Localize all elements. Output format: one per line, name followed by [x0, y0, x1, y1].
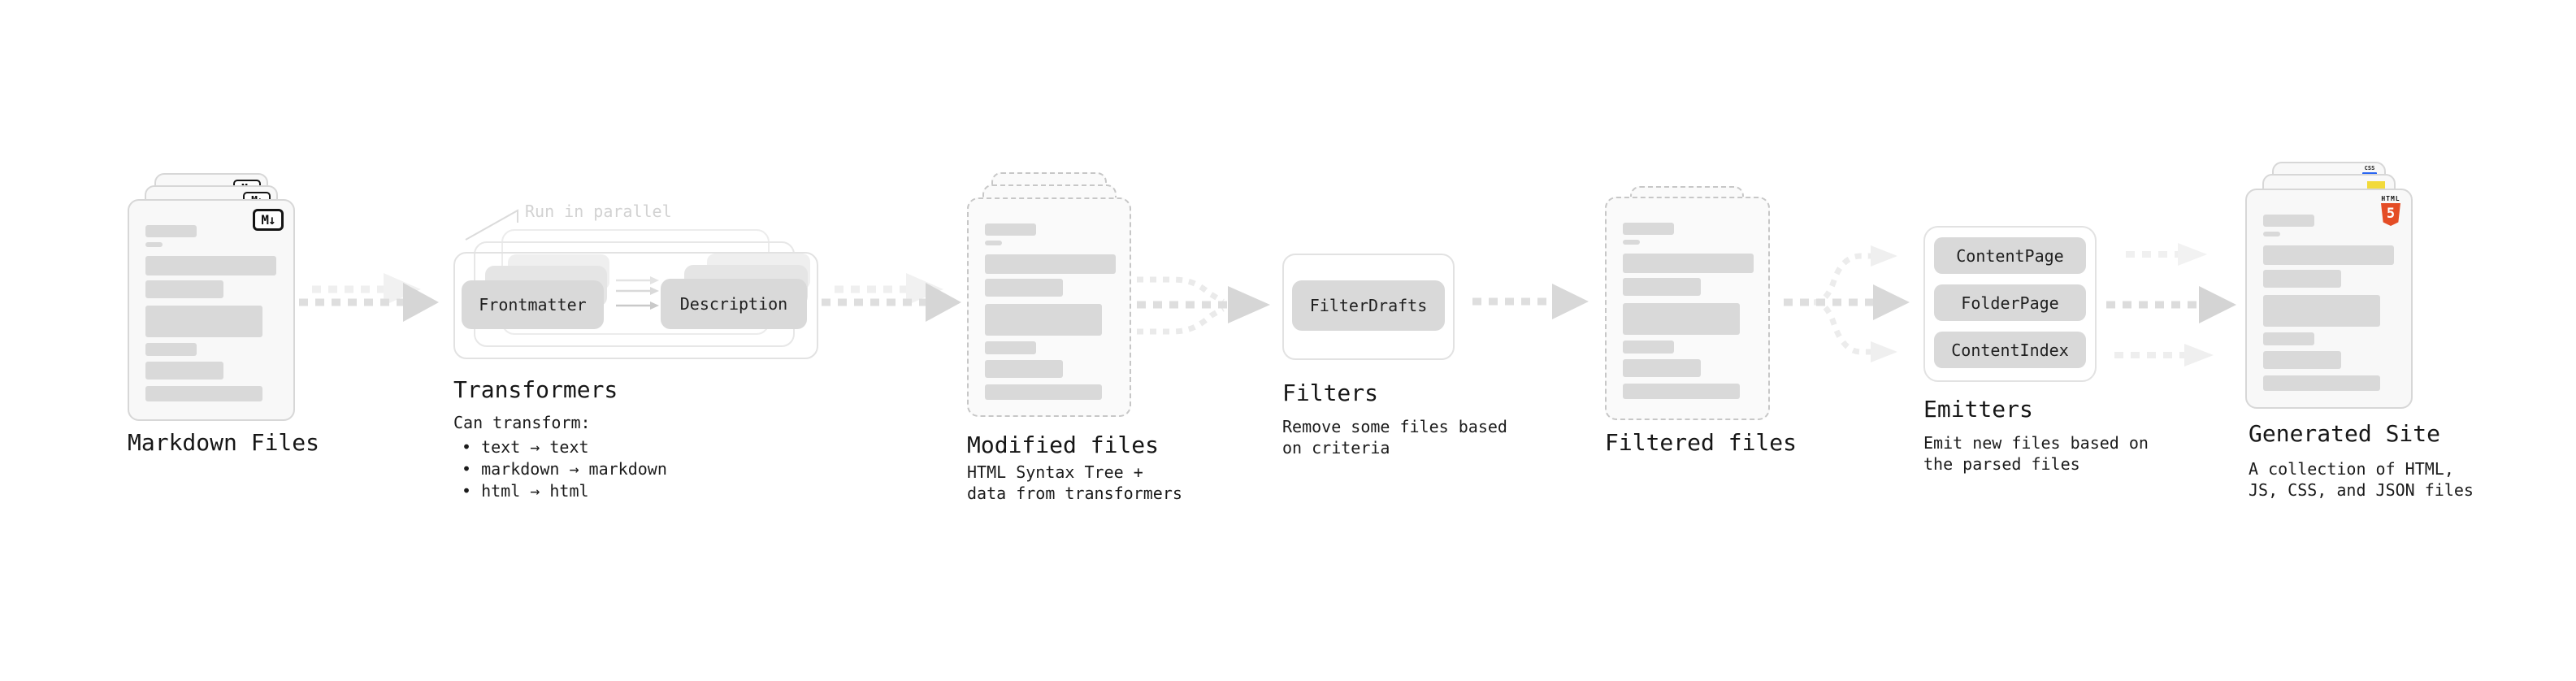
text-line-placeholder: [2263, 232, 2280, 236]
text-line-placeholder: [985, 384, 1102, 400]
transformer-card: [453, 252, 818, 359]
transformers-bullet: • text → text: [462, 437, 589, 457]
stage-label: Filters: [1282, 380, 1379, 406]
stage-emitters: ContentPage FolderPage ContentIndex Emit…: [1923, 226, 2149, 478]
transform-step-arrows: [616, 276, 659, 310]
js-icon: [2367, 181, 2385, 189]
stage-description-line: Remove some files based: [1282, 417, 1507, 436]
stage-label: Markdown Files: [128, 429, 320, 456]
text-line-placeholder: [985, 223, 1036, 236]
stage-description-line: on criteria: [1282, 438, 1390, 458]
contentindex-pill: ContentIndex: [1934, 332, 2086, 368]
note-leader-line: [465, 209, 518, 241]
text-line-placeholder: [985, 360, 1063, 378]
flow-arrow-filtered-to-emitters: [1784, 245, 1910, 362]
text-line-placeholder: [145, 225, 197, 237]
text-line-placeholder: [145, 242, 163, 247]
stage-filters: FilterDrafts Filters Remove some files b…: [1282, 254, 1507, 481]
stage-description-line: A collection of HTML,: [2249, 459, 2454, 479]
transformers-bullet: • html → html: [462, 481, 589, 501]
stage-description-line: data from transformers: [967, 484, 1182, 503]
stage-description-line: Emit new files based on: [1923, 433, 2149, 453]
text-line-placeholder: [985, 241, 1002, 245]
text-line-placeholder: [145, 280, 223, 298]
stage-generated-site: CSS HTML 5 Generated Site A collection o…: [2245, 162, 2474, 500]
text-line-placeholder: [1623, 278, 1701, 296]
stage-description-line: JS, CSS, and JSON files: [2249, 480, 2474, 500]
stage-label: Emitters: [1923, 396, 2033, 423]
text-line-placeholder: [2263, 375, 2380, 391]
run-in-parallel-note: Run in parallel: [525, 202, 672, 221]
flow-arrow-merge-to-filters: [1137, 276, 1270, 335]
stage-label: Modified files: [967, 432, 1160, 458]
stage-transformers: Frontmatter Description Transformers Can…: [453, 229, 818, 501]
description-pill: Description: [661, 279, 807, 329]
stage-label: Filtered files: [1605, 429, 1798, 456]
stage-modified-files: Modified files HTML Syntax Tree + data f…: [967, 172, 1182, 503]
contentpage-pill: ContentPage: [1934, 237, 2086, 274]
filtered-file-card: [1605, 197, 1770, 420]
html5-icon: HTML 5: [2380, 195, 2401, 226]
text-line-placeholder: [2263, 351, 2341, 369]
text-line-placeholder: [2263, 270, 2341, 288]
text-line-placeholder: [2263, 245, 2394, 265]
flow-arrow-filters-to-filtered: [1472, 284, 1589, 319]
transformers-desc-title: Can transform:: [453, 413, 591, 432]
text-line-placeholder: [985, 279, 1063, 297]
stage-markdown-files: M↓ M↓ M↓ Markdown Files: [128, 173, 319, 456]
modified-file-card: [967, 197, 1131, 417]
text-line-placeholder: [1623, 240, 1640, 245]
flow-arrow-markdown-to-transformers: [299, 273, 439, 322]
stage-description-line: HTML Syntax Tree +: [967, 462, 1143, 482]
filterdrafts-pill: FilterDrafts: [1292, 280, 1445, 331]
flow-arrow-transformers-to-modified: [822, 273, 961, 322]
text-line-placeholder: [2263, 332, 2314, 345]
text-line-placeholder: [985, 304, 1102, 336]
text-line-placeholder: [1623, 359, 1701, 377]
text-line-placeholder: [145, 306, 262, 337]
text-line-placeholder: [145, 386, 262, 401]
text-line-placeholder: [2263, 295, 2380, 327]
folderpage-pill: FolderPage: [1934, 284, 2086, 321]
markdown-file-card: M↓: [128, 199, 295, 421]
text-line-placeholder: [1623, 384, 1740, 399]
text-line-placeholder: [985, 254, 1116, 274]
text-line-placeholder: [1623, 340, 1674, 354]
stage-filtered-files: Filtered files: [1605, 186, 1797, 456]
stage-label: Transformers: [453, 376, 618, 403]
frontmatter-pill: Frontmatter: [462, 280, 604, 329]
text-line-placeholder: [145, 256, 276, 275]
text-line-placeholder: [1623, 223, 1674, 235]
text-line-placeholder: [145, 343, 197, 356]
stage-label: Generated Site: [2249, 420, 2441, 447]
text-line-placeholder: [2263, 215, 2314, 227]
stage-description-line: the parsed files: [1923, 454, 2080, 474]
text-line-placeholder: [145, 362, 223, 380]
markdown-icon: M↓: [253, 209, 284, 231]
flow-arrow-emitters-to-site: [2106, 243, 2236, 367]
text-line-placeholder: [985, 341, 1036, 354]
text-line-placeholder: [1623, 254, 1754, 273]
transformers-bullet: • markdown → markdown: [462, 459, 667, 479]
site-file-card-html: HTML 5: [2245, 189, 2413, 409]
text-line-placeholder: [1623, 303, 1740, 335]
